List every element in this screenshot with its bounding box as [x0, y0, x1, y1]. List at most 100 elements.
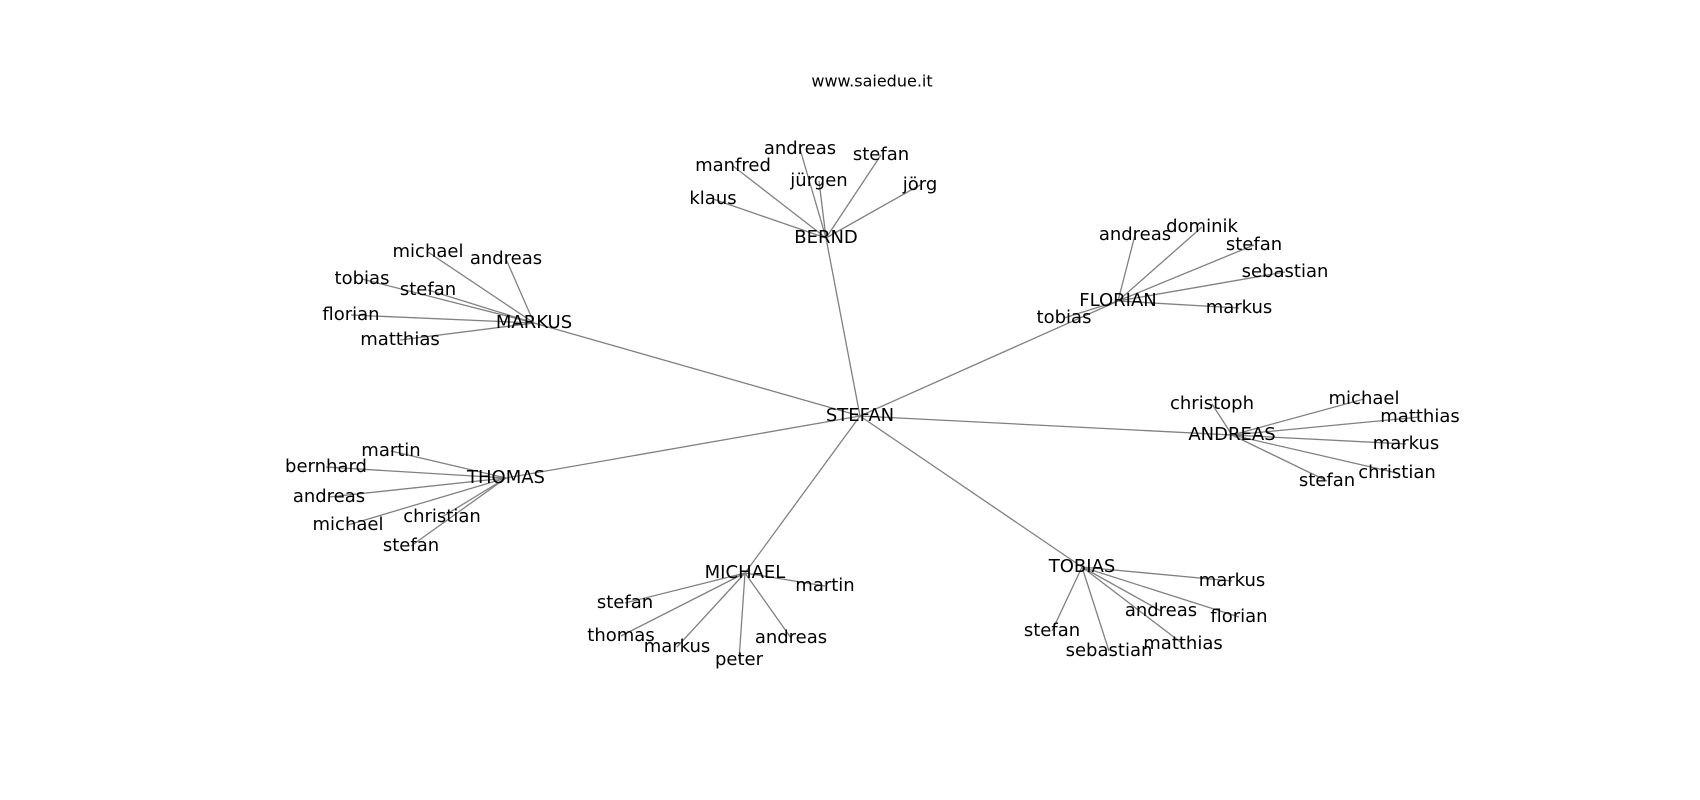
edge-andreas-markus	[1231, 434, 1407, 445]
edge-center-thomas	[505, 415, 861, 479]
leaf-node-label: florian	[322, 304, 379, 325]
leaf-node-label: peter	[715, 649, 764, 670]
edge-florian-dominik	[1117, 226, 1203, 302]
edge-michael-thomas	[620, 572, 746, 637]
leaf-node-label: sebastian	[1066, 640, 1153, 661]
center-node-label: STEFAN	[826, 405, 894, 426]
leaf-node-label: christian	[1358, 462, 1436, 483]
leaf-node-label: martin	[361, 440, 420, 461]
edge-bernd-andreas	[799, 148, 827, 239]
site-watermark: www.saiedue.it	[811, 72, 932, 91]
leaf-node-label: michael	[393, 241, 464, 262]
edge-michael-martin	[744, 572, 826, 587]
leaf-node-label: dominik	[1166, 216, 1238, 237]
leaf-node-label: matthias	[1380, 406, 1460, 427]
edge-andreas-matthias	[1231, 416, 1421, 436]
edge-florian-stefan	[1117, 244, 1255, 302]
edge-bernd-stefan	[825, 154, 882, 239]
leaf-node-label: markus	[1199, 570, 1266, 591]
leaf-node-label: andreas	[293, 486, 365, 507]
leaf-node-label: michael	[313, 514, 384, 535]
edge-markus-tobias	[361, 278, 535, 324]
leaf-node-label: andreas	[764, 138, 836, 159]
edge-bernd-jürgen	[818, 180, 827, 239]
leaf-node-label: markus	[1206, 297, 1273, 318]
leaf-node-label: thomas	[587, 625, 654, 646]
edge-tobias-markus	[1081, 566, 1233, 582]
leaf-node-label: manfred	[695, 155, 771, 176]
leaf-node-label: andreas	[470, 248, 542, 269]
leaf-node-label: stefan	[1226, 234, 1282, 255]
leaf-node-label: tobias	[335, 268, 390, 289]
leaf-node-label: bernhard	[285, 456, 367, 477]
hub-node-label-andreas: ANDREAS	[1188, 424, 1275, 445]
edge-tobias-andreas	[1081, 566, 1162, 612]
edge-center-andreas	[859, 415, 1233, 436]
leaf-node-label: michael	[1329, 388, 1400, 409]
leaf-node-label: martin	[795, 575, 854, 596]
edge-center-michael	[744, 415, 861, 574]
leaf-node-label: stefan	[400, 279, 456, 300]
edge-michael-peter	[738, 572, 746, 661]
edge-florian-sebastian	[1117, 271, 1286, 302]
leaf-node-label: matthias	[360, 329, 440, 350]
edge-bernd-jörg	[825, 184, 921, 239]
edge-markus-stefan	[427, 289, 535, 324]
edge-markus-matthias	[399, 322, 535, 341]
leaf-node-label: markus	[1373, 433, 1440, 454]
edge-markus-florian	[350, 314, 535, 324]
hub-node-label-michael: MICHAEL	[705, 562, 786, 583]
leaf-node-label: stefan	[383, 535, 439, 556]
edge-michael-andreas	[744, 572, 792, 639]
leaf-node-label: christian	[403, 506, 481, 527]
leaf-node-label: florian	[1210, 606, 1267, 627]
leaf-node-label: stefan	[853, 144, 909, 165]
edge-thomas-michael	[347, 477, 507, 526]
edge-tobias-matthias	[1081, 566, 1184, 645]
leaf-node-label: andreas	[1099, 224, 1171, 245]
leaf-node-label: andreas	[1125, 600, 1197, 621]
leaf-node-label: jürgen	[789, 170, 847, 191]
leaf-node-label: markus	[644, 636, 711, 657]
edge-andreas-stefan	[1231, 434, 1328, 482]
edge-center-bernd	[825, 237, 861, 417]
edge-markus-michael	[427, 251, 535, 324]
leaf-node-label: jörg	[902, 174, 938, 195]
hub-node-label-florian: FLORIAN	[1079, 290, 1157, 311]
hub-node-label-markus: MARKUS	[496, 312, 572, 333]
edge-tobias-stefan	[1051, 566, 1083, 632]
edge-andreas-christian	[1231, 434, 1398, 474]
edge-bernd-manfred	[732, 165, 827, 239]
edge-florian-andreas	[1117, 234, 1136, 302]
labels-layer: STEFANBERNDklausmanfredandreasjürgenstef…	[285, 138, 1460, 670]
leaf-node-label: stefan	[1299, 470, 1355, 491]
leaf-node-label: andreas	[755, 627, 827, 648]
leaf-node-label: matthias	[1143, 633, 1223, 654]
edge-markus-andreas	[505, 258, 535, 324]
edge-florian-tobias	[1063, 300, 1119, 319]
edge-florian-markus	[1117, 300, 1240, 309]
edge-michael-stefan	[624, 572, 746, 604]
edge-thomas-bernhard	[325, 466, 507, 479]
edge-thomas-stefan	[410, 477, 507, 547]
edge-tobias-sebastian	[1081, 566, 1110, 652]
hub-node-label-bernd: BERND	[794, 227, 858, 248]
leaf-node-label: sebastian	[1242, 261, 1329, 282]
edge-andreas-christoph	[1211, 403, 1233, 436]
edges-layer	[325, 148, 1421, 661]
edge-thomas-andreas	[328, 477, 507, 498]
edge-michael-markus	[676, 572, 746, 648]
edge-thomas-christian	[441, 477, 507, 518]
leaf-node-label: tobias	[1037, 307, 1092, 328]
edge-andreas-michael	[1231, 398, 1365, 436]
edge-bernd-klaus	[712, 198, 827, 239]
hub-node-label-thomas: THOMAS	[466, 467, 545, 488]
leaf-node-label: klaus	[689, 188, 736, 209]
leaf-node-label: christoph	[1170, 393, 1254, 414]
leaf-node-label: stefan	[1024, 620, 1080, 641]
leaf-node-label: stefan	[597, 592, 653, 613]
hub-node-label-tobias: TOBIAS	[1048, 556, 1116, 577]
edge-thomas-martin	[390, 450, 507, 479]
edge-center-markus	[533, 322, 861, 417]
